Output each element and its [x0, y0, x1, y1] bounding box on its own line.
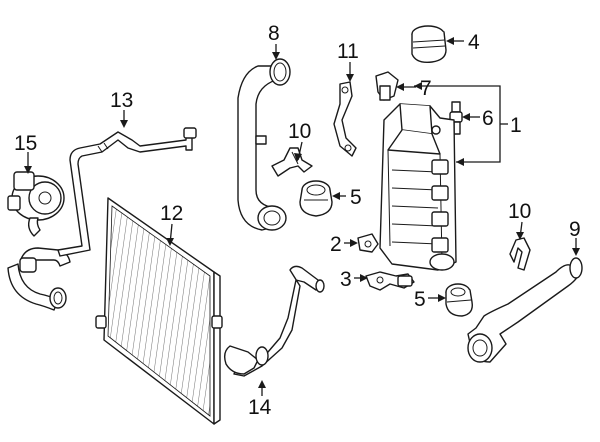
callout-10-lower: 10: [508, 200, 531, 223]
callout-5-upper: 5: [350, 186, 362, 209]
callout-14: 14: [248, 396, 272, 419]
clamp-part-10-upper: [271, 147, 313, 177]
water-pump-part-15: [7, 171, 65, 237]
sleeve-part-4: [411, 25, 447, 64]
callout-4: 4: [468, 31, 480, 54]
callout-5-lower: 5: [414, 288, 426, 311]
callout-labels: 1 2 3 4 5 5 6 7 8 9 10 10 11 12 13 14 15: [14, 22, 581, 419]
pump-hose: [7, 247, 71, 311]
sensor-part-3: [365, 271, 415, 291]
callout-12: 12: [160, 202, 183, 225]
callout-9: 9: [569, 218, 581, 241]
air-hose-part-8: [237, 58, 291, 231]
seal-ring-part-5-upper: [299, 180, 333, 217]
callout-13: 13: [110, 89, 133, 112]
callout-15: 15: [14, 132, 37, 155]
leader-lines: [24, 37, 580, 396]
callout-7: 7: [420, 77, 432, 100]
radiator-part-12: [95, 197, 223, 425]
seal-ring-part-5-lower: [445, 283, 473, 317]
callout-3: 3: [340, 268, 352, 291]
callout-11: 11: [337, 40, 359, 63]
callout-2: 2: [330, 233, 342, 256]
coolant-line-part-14: [223, 265, 325, 377]
bracket-part-11: [333, 81, 357, 157]
sensor-part-7: [375, 71, 399, 101]
clamp-part-10-lower: [509, 237, 531, 271]
intercooler-part-1: [379, 103, 457, 271]
callout-1: 1: [510, 114, 522, 137]
callout-10-upper: 10: [288, 120, 311, 143]
bracket-part-2: [357, 233, 379, 253]
air-pipe-part-9: [467, 257, 583, 363]
callout-8: 8: [268, 22, 280, 45]
callout-6: 6: [482, 107, 494, 130]
coolant-pipe-part-13: [57, 127, 197, 257]
